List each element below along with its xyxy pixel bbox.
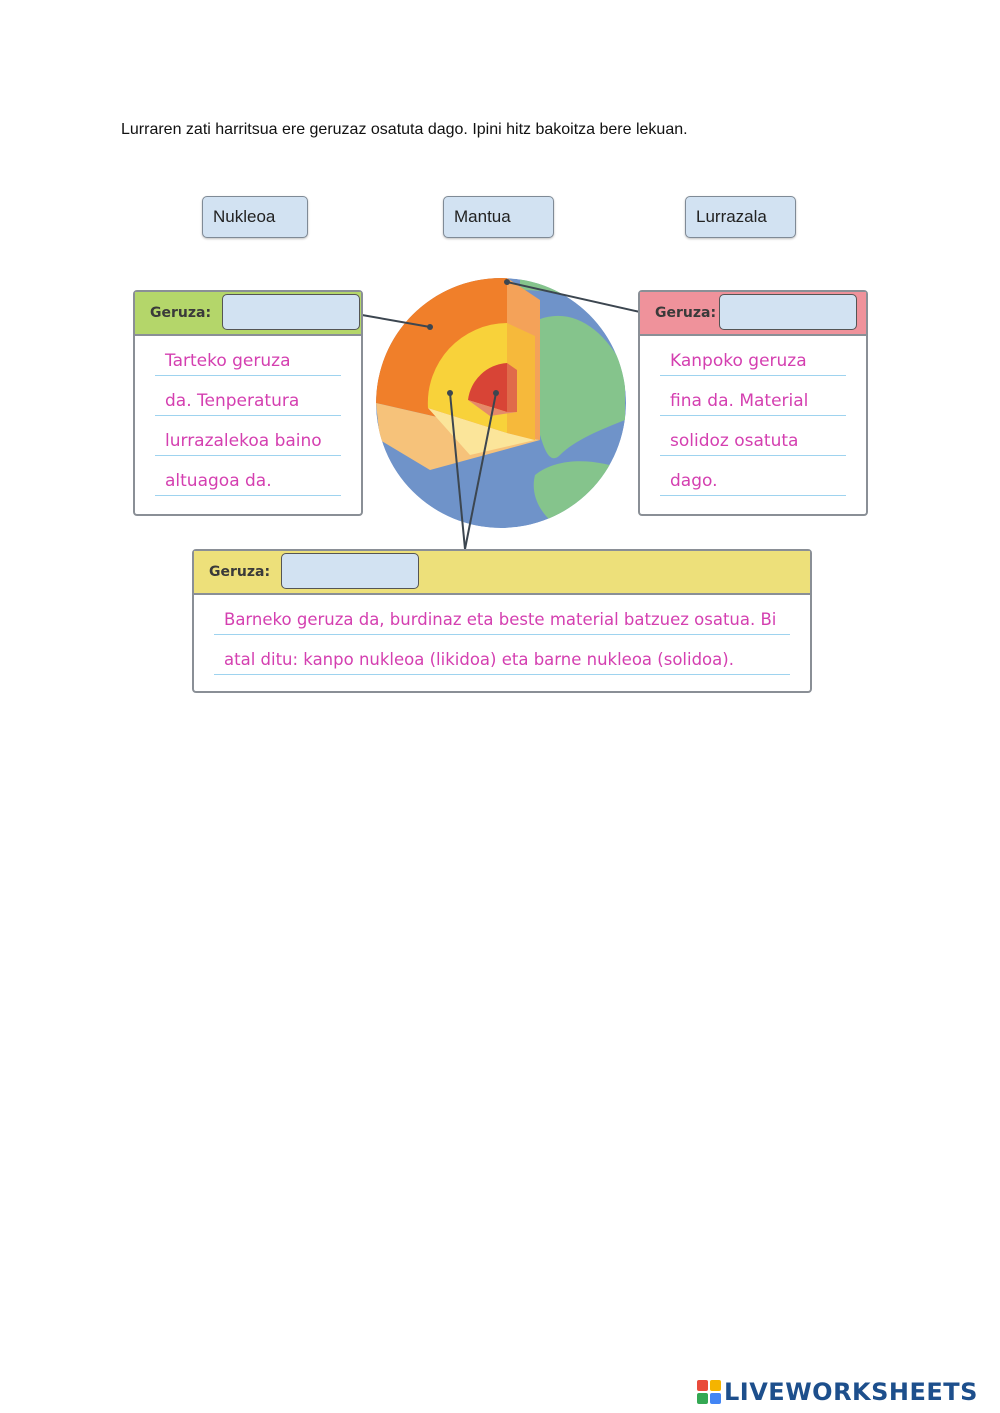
connector-dot (447, 390, 453, 396)
layer-card-header: Geruza: (135, 292, 361, 336)
drop-zone-left[interactable] (222, 294, 360, 330)
description-line: solidoz osatuta (660, 416, 846, 456)
description-line: Tarteko geruza (155, 336, 341, 376)
inner-core-layer (468, 363, 507, 412)
geruza-label: Geruza: (150, 305, 212, 321)
layer-card-right: Geruza: Kanpoko geruza fina da. Material… (638, 290, 868, 516)
connector-line (361, 314, 431, 328)
description-line: da. Tenperatura (155, 376, 341, 416)
drop-zone-bottom[interactable] (281, 553, 419, 589)
description-line: fina da. Material (660, 376, 846, 416)
description-line: lurrazalekoa baino (155, 416, 341, 456)
layer-card-bottom: Geruza: Barneko geruza da, burdinaz eta … (192, 549, 812, 693)
geruza-label: Geruza: (209, 564, 271, 580)
connector-line (464, 392, 497, 550)
instruction-text: Lurraren zati harritsua ere geruzaz osat… (121, 121, 688, 138)
layer-card-left: Geruza: Tarteko geruza da. Tenperatura l… (133, 290, 363, 516)
outer-core-bottom (428, 408, 535, 455)
connector-line (506, 281, 641, 313)
liveworksheets-logo: LIVEWORKSHEETS (697, 1378, 978, 1406)
description-line: Barneko geruza da, burdinaz eta beste ma… (214, 595, 790, 635)
description-line: atal ditu: kanpo nukleoa (likidoa) eta b… (214, 635, 790, 675)
inner-core-side (507, 363, 517, 412)
connector-dot (504, 279, 510, 285)
description-line: Kanpoko geruza (660, 336, 846, 376)
word-chip-lurrazala[interactable]: Lurrazala (685, 196, 796, 238)
connector-line (449, 392, 466, 550)
connector-dot (427, 324, 433, 330)
logo-text: LIVEWORKSHEETS (724, 1378, 978, 1406)
geruza-label: Geruza: (655, 305, 717, 321)
earth-layers-diagram (361, 278, 641, 550)
layer-card-header: Geruza: (194, 551, 810, 595)
word-chip-mantua[interactable]: Mantua (443, 196, 554, 238)
description-line: altuagoa da. (155, 456, 341, 496)
word-chip-nukleoa[interactable]: Nukleoa (202, 196, 308, 238)
layer-card-header: Geruza: (640, 292, 866, 336)
description-line: dago. (660, 456, 846, 496)
logo-grid-icon (697, 1380, 721, 1404)
drop-zone-right[interactable] (719, 294, 857, 330)
connector-dot (493, 390, 499, 396)
continent-shape (520, 315, 625, 459)
